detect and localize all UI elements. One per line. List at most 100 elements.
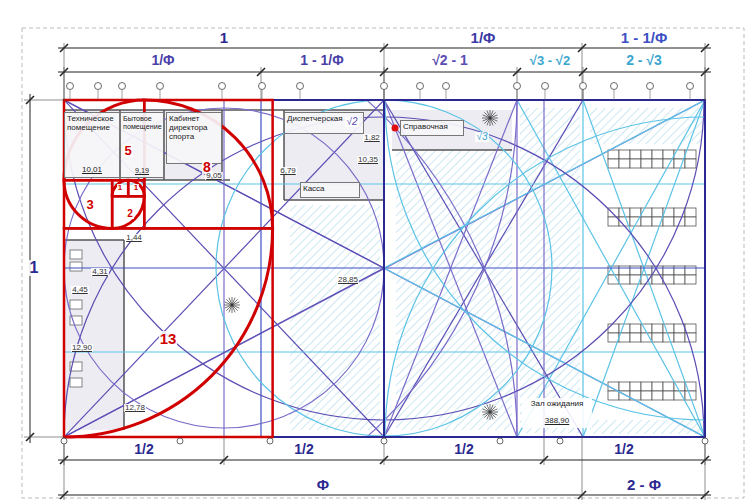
bench-seat (619, 266, 630, 275)
bench-seat (663, 266, 674, 275)
bench-seat (608, 391, 619, 400)
fibonacci-number: 1 (133, 184, 139, 192)
extension-line (705, 67, 706, 100)
fibonacci-number: 5 (123, 144, 132, 157)
room-name: Техническое помещение (67, 115, 117, 133)
construction-line (582, 100, 583, 437)
dimension-label: 1 (219, 30, 229, 45)
bench-seat (641, 150, 652, 159)
fibonacci-number: 1 (117, 184, 123, 192)
area-label: 12,90 (71, 344, 93, 352)
axis-marker (157, 83, 164, 90)
construction-arc (64, 100, 517, 437)
axis-marker (381, 83, 388, 90)
bench-seat (608, 324, 619, 333)
bench-seat (685, 275, 696, 284)
construction-line (384, 100, 705, 268)
area-label: 4,31 (91, 268, 109, 276)
area-label: 1,82 (363, 134, 381, 142)
bench-seat (608, 159, 619, 168)
axis-line (160, 90, 161, 100)
bench-seat (674, 266, 685, 275)
bench-seat (663, 391, 674, 400)
bench-seat (652, 324, 663, 333)
axis-line (420, 90, 421, 100)
construction-arc (385, 117, 705, 437)
axis-line (384, 90, 385, 100)
hatch-area (590, 108, 702, 144)
extension-line (544, 437, 545, 465)
axis-marker (647, 83, 654, 90)
axis-marker (542, 83, 549, 90)
construction-line (64, 100, 384, 268)
bench-seat (619, 159, 630, 168)
axis-marker (267, 438, 273, 444)
dimension-label: Φ (316, 477, 330, 492)
bench-seat (674, 275, 685, 284)
dimension-label: 1/2 (613, 442, 634, 456)
dimension-label: 1 (29, 260, 40, 276)
bench-seat (652, 333, 663, 342)
dimension-label: 1/Φ (150, 53, 175, 67)
wall (392, 149, 512, 151)
dimension-line (58, 495, 711, 496)
axis-marker (177, 438, 183, 444)
construction-arc (216, 100, 552, 436)
axis-line (446, 90, 447, 100)
dimension-label: √2 - 1 (431, 53, 469, 67)
info-dot (392, 125, 399, 132)
area-label: 9,05 (205, 172, 223, 180)
bench-seat (641, 159, 652, 168)
fibonacci-number: 13 (159, 331, 178, 346)
room-fill (284, 110, 384, 200)
axis-line (517, 90, 518, 100)
room-name: Бытовое помещение (123, 115, 161, 131)
bench-seat (630, 382, 641, 391)
bench-seat (630, 159, 641, 168)
bench-seat (630, 333, 641, 342)
axis-marker (557, 438, 563, 444)
axis-line (222, 90, 223, 100)
area-label: 1,44 (125, 234, 143, 242)
dimension-label: 1/2 (293, 442, 314, 456)
dimension-label: 2 - √3 (625, 53, 663, 67)
bench-seat (685, 159, 696, 168)
construction-arc (64, 108, 384, 428)
room-box: Техническое помещение 10,01 (64, 112, 120, 178)
extension-line (64, 437, 65, 500)
construction-line (384, 268, 705, 437)
axis-line (70, 90, 71, 100)
axis-marker (119, 83, 126, 90)
bench-seat (652, 208, 663, 217)
axis-line (122, 90, 123, 100)
root-label: √2 (345, 117, 358, 127)
axis-line (583, 90, 584, 100)
wc-fixture (70, 378, 82, 387)
wc-fixture (70, 250, 82, 259)
room-area: 10,01 (67, 166, 117, 175)
dimension-label: 1/2 (133, 442, 154, 456)
light-symbol (483, 409, 498, 415)
extension-line (224, 437, 225, 465)
wc-fixture (70, 262, 82, 271)
sheet-frame (22, 28, 744, 498)
room-name: Зал ожидания (524, 400, 590, 409)
axis-line (650, 90, 651, 100)
dimension-label: 1 - 1/Φ (299, 53, 344, 67)
construction-line (223, 100, 224, 437)
axis-marker (381, 438, 387, 444)
bench-seat (674, 333, 685, 342)
fibonacci-square (64, 228, 273, 437)
area-label: 4,45 (71, 286, 89, 294)
construction-line (64, 100, 705, 437)
axis-marker (497, 438, 503, 444)
construction-line (64, 268, 384, 437)
axis-marker (61, 438, 67, 444)
bench-seat (652, 391, 663, 400)
construction-line (516, 100, 517, 437)
dimension-label: 2 - Φ (626, 477, 662, 492)
room-box: Кабинет директора спорта (166, 112, 222, 164)
bench-seat (685, 266, 696, 275)
bench-seat (619, 150, 630, 159)
